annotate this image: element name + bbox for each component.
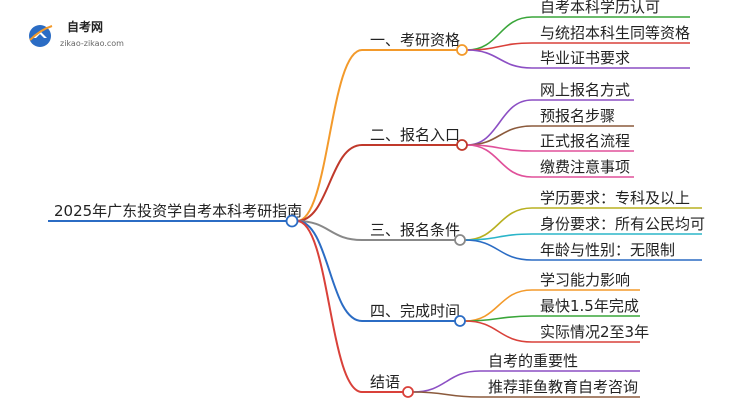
branch-collapse-toggle[interactable] bbox=[456, 44, 468, 56]
logo-url: zikao-zikao.com bbox=[60, 39, 124, 48]
logo-icon bbox=[29, 25, 53, 47]
leaf-connector bbox=[466, 99, 533, 146]
leaf-connector bbox=[412, 391, 481, 398]
branch-connector bbox=[296, 220, 363, 241]
leaf-node-label: 实际情况2至3年 bbox=[540, 323, 649, 341]
root-collapse-toggle[interactable] bbox=[285, 214, 299, 228]
leaf-connector bbox=[464, 233, 533, 241]
leaf-node-label: 学习能力影响 bbox=[540, 271, 630, 289]
branch-connector bbox=[296, 144, 363, 222]
branch-node-label: 二、报名入口 bbox=[370, 126, 460, 144]
leaf-node-label: 毕业证书要求 bbox=[540, 49, 630, 67]
leaf-node-label: 缴费注意事项 bbox=[540, 158, 630, 176]
leaf-node-label: 与统招本科生同等资格 bbox=[540, 24, 690, 42]
branch-node-label: 一、考研资格 bbox=[370, 31, 460, 49]
branch-connector bbox=[296, 220, 363, 322]
leaf-node-label: 正式报名流程 bbox=[540, 132, 630, 150]
node-layer: 2025年广东投资学自考本科考研指南 一、考研资格 自考本科学历认可与统招本科生同等… bbox=[48, 0, 705, 398]
root-node-label: 2025年广东投资学自考本科考研指南 bbox=[54, 202, 302, 220]
leaf-node-label: 推荐菲鱼教育自考咨询 bbox=[488, 378, 638, 396]
leaf-node-label: 最快1.5年完成 bbox=[540, 297, 639, 315]
leaf-node-label: 自考的重要性 bbox=[488, 352, 578, 370]
branch-node-label: 结语 bbox=[370, 373, 400, 391]
leaf-connector bbox=[464, 320, 533, 343]
branch-connector bbox=[296, 220, 363, 393]
branch-node-label: 三、报名条件 bbox=[370, 221, 460, 239]
leaf-connector bbox=[466, 16, 533, 51]
leaf-connector bbox=[464, 207, 533, 241]
leaf-connector bbox=[464, 239, 533, 261]
branch-collapse-toggle[interactable] bbox=[402, 386, 414, 398]
branch-node-label: 四、完成时间 bbox=[370, 302, 460, 320]
branch-collapse-toggle[interactable] bbox=[454, 234, 466, 246]
leaf-connector bbox=[466, 49, 533, 69]
branch-collapse-toggle[interactable] bbox=[454, 315, 466, 327]
leaf-node-label: 预报名步骤 bbox=[540, 107, 615, 125]
leaf-node-label: 网上报名方式 bbox=[540, 81, 630, 99]
leaf-node-label: 学历要求：专科及以上 bbox=[540, 189, 690, 207]
logo-title: 自考网 bbox=[67, 19, 103, 34]
leaf-connector bbox=[466, 125, 533, 146]
leaf-connector bbox=[464, 315, 533, 322]
leaf-connector bbox=[412, 370, 481, 393]
leaf-connector bbox=[466, 42, 533, 51]
connector-layer bbox=[296, 16, 533, 398]
leaf-node-label: 年龄与性别：无限制 bbox=[540, 241, 675, 259]
leaf-node-label: 自考本科学历认可 bbox=[540, 0, 660, 16]
branch-collapse-toggle[interactable] bbox=[456, 139, 468, 151]
logo: 自考网 zikao-zikao.com bbox=[29, 19, 124, 48]
leaf-connector bbox=[466, 144, 533, 178]
branch-connector bbox=[296, 49, 363, 222]
leaf-node-label: 身份要求：所有公民均可 bbox=[540, 215, 705, 233]
